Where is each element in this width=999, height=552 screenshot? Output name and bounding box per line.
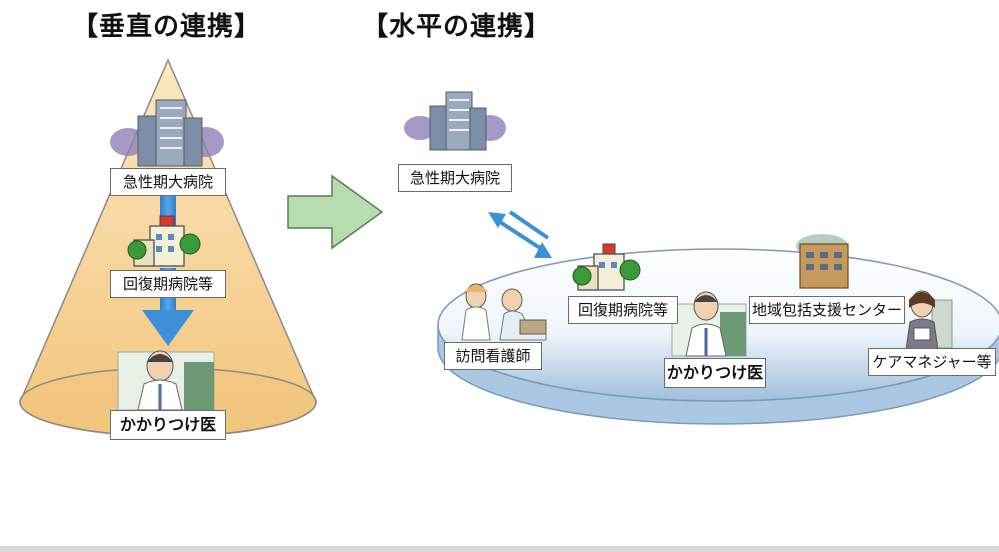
vertical-family-doctor-label: かかりつけ医 <box>110 410 226 440</box>
visiting-nurse-label: 訪問看護師 <box>444 342 542 370</box>
horizontal-family-doctor-label: かかりつけ医 <box>664 358 766 388</box>
vertical-recovery-hospital-label: 回復期病院等 <box>110 270 226 298</box>
horizontal-acute-hospital-label: 急性期大病院 <box>398 164 512 192</box>
community-center-building-icon <box>796 234 849 289</box>
vertical-coordination-title: 【垂直の連携】 <box>72 12 262 42</box>
clinic-building-icon <box>572 243 641 291</box>
clinic-building-icon <box>127 215 201 267</box>
horizontal-recovery-hospital-label: 回復期病院等 <box>568 296 678 324</box>
hospital-building-icon <box>110 99 224 167</box>
community-center-label: 地域包括支援センター <box>749 296 905 324</box>
doctor-icon <box>117 350 215 411</box>
care-manager-icon <box>905 290 953 351</box>
horizontal-coordination-title: 【水平の連携】 <box>362 12 552 42</box>
vertical-acute-hospital-label: 急性期大病院 <box>110 168 226 196</box>
transition-arrow-icon <box>287 174 384 250</box>
doctor-icon <box>671 291 747 357</box>
hospital-building-icon <box>404 91 506 151</box>
nurse-icon <box>461 283 547 341</box>
care-manager-label: ケアマネジャー等 <box>868 348 996 376</box>
bottom-border <box>0 546 999 552</box>
bidirectional-arrow-icon <box>488 210 552 258</box>
